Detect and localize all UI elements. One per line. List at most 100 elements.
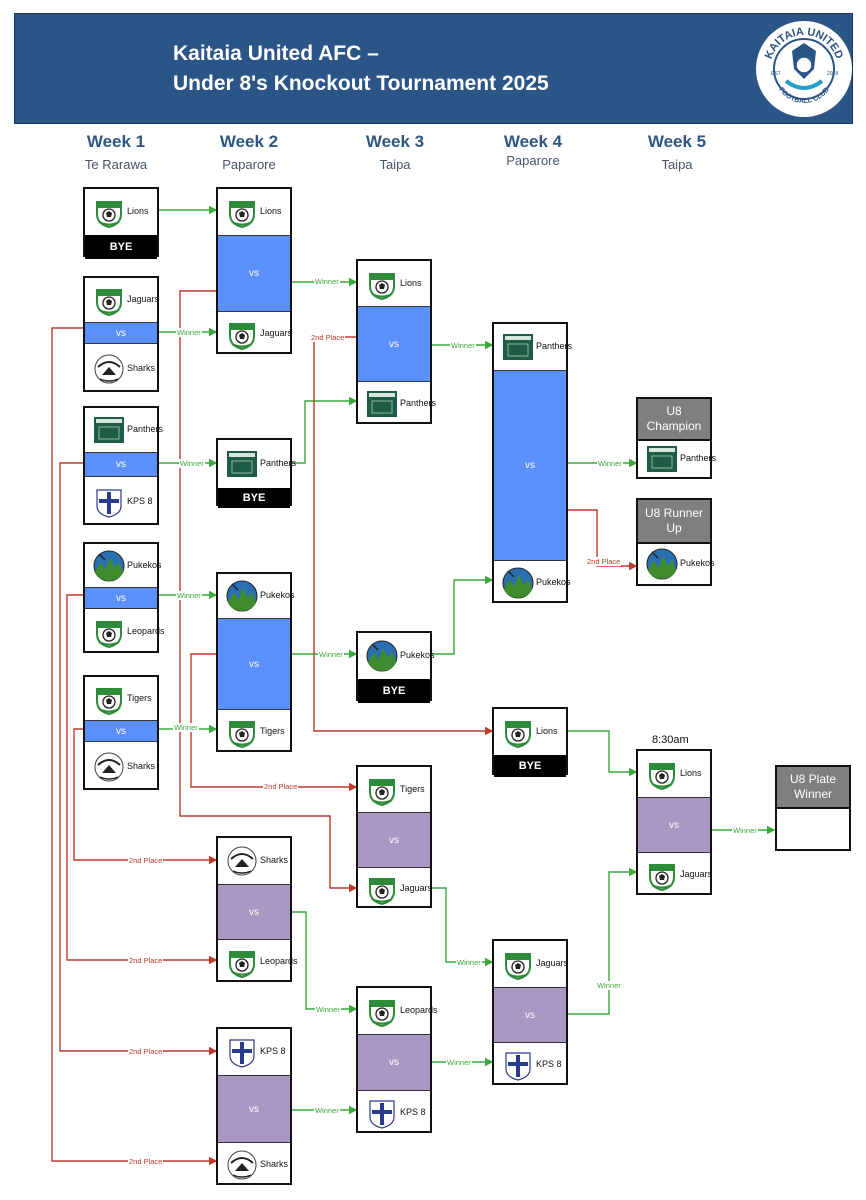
team-logo-icon <box>646 548 678 580</box>
team-logo-icon <box>226 448 258 480</box>
team-slot: Pukekos <box>358 633 435 679</box>
team-name: KPS 8 <box>260 1046 286 1056</box>
team-logo-icon <box>93 751 125 783</box>
team-name: KPS 8 <box>127 496 153 506</box>
team-logo-icon <box>646 758 678 791</box>
team-slot: Pukekos <box>638 544 715 584</box>
vs-band: vs <box>218 1075 290 1143</box>
vs-band: vs <box>85 720 157 742</box>
team-slot: KPS 8 <box>85 477 157 527</box>
team-logo-icon <box>502 1049 534 1081</box>
vs-band: vs <box>85 587 157 609</box>
team-logo-icon <box>366 995 398 1028</box>
bye-label: BYE <box>85 235 157 259</box>
vs-band: vs <box>218 235 290 312</box>
team-slot: Leopards <box>358 988 438 1034</box>
vs-band: vs <box>358 306 430 382</box>
week-4-venue: Paparore <box>506 153 560 168</box>
winner-label: Winner <box>318 650 344 659</box>
team-logo-icon <box>93 196 125 229</box>
week-1-venue: Te Rarawa <box>84 157 148 172</box>
winner-label: Winner <box>446 1058 472 1067</box>
team-name: Sharks <box>260 1159 289 1169</box>
team-slot: Sharks <box>85 344 157 394</box>
team-logo-icon <box>502 716 534 749</box>
team-name: Sharks <box>127 761 156 771</box>
bye-label: BYE <box>494 755 566 777</box>
team-logo-icon <box>226 318 258 351</box>
team-logo-icon <box>226 1036 258 1068</box>
team-slot: Tigers <box>358 767 430 812</box>
team-slot: Panthers <box>494 324 572 370</box>
team-slot: Leopards <box>218 940 298 984</box>
second-place-label: 2nd Place <box>128 856 164 865</box>
team-slot: Lions <box>218 189 290 235</box>
winner-label: Winner <box>597 459 623 468</box>
team-name: Lions <box>260 206 282 216</box>
team-logo-icon <box>366 873 398 906</box>
team-logo-icon <box>366 268 398 301</box>
team-logo-icon <box>226 1149 258 1181</box>
bye-label: BYE <box>358 679 430 703</box>
team-name: Sharks <box>260 855 289 865</box>
plate-winner-header: U8 Plate Winner <box>775 765 851 809</box>
vs-band: vs <box>85 322 157 344</box>
team-name: Lions <box>400 278 422 288</box>
week-5-venue: Taipa <box>661 157 693 172</box>
team-slot: Sharks <box>218 838 290 884</box>
team-slot: Lions <box>494 709 566 755</box>
team-name: Panthers <box>680 453 717 463</box>
vs-band: vs <box>494 987 566 1043</box>
team-name: Leopards <box>260 956 298 966</box>
team-slot: Leopards <box>85 609 165 655</box>
kickoff-time: 8:30am <box>652 734 689 746</box>
team-name: Jaguars <box>400 883 433 893</box>
team-name: Tigers <box>260 726 285 736</box>
team-name: Jaguars <box>680 869 713 879</box>
vs-band: vs <box>85 452 157 477</box>
team-name: Pukekos <box>127 560 162 570</box>
team-logo-icon <box>93 353 125 385</box>
winner-label: Winner <box>315 1005 341 1014</box>
team-slot: Jaguars <box>218 312 293 356</box>
final-slot: Panthers <box>636 439 716 479</box>
team-logo-icon <box>366 1097 398 1129</box>
runner-up-header: U8 Runner Up <box>636 498 712 544</box>
team-logo-icon <box>502 948 534 981</box>
title-line-2: Under 8's Knockout Tournament 2025 <box>173 72 549 95</box>
team-name: Leopards <box>127 626 165 636</box>
second-place-label: 2nd Place <box>263 782 299 791</box>
team-slot: Sharks <box>85 742 157 792</box>
team-name: Lions <box>680 768 702 778</box>
team-logo-icon <box>93 550 125 582</box>
team-logo-icon <box>646 859 678 892</box>
team-slot: KPS 8 <box>358 1091 430 1135</box>
winner-label: Winner <box>314 1106 340 1115</box>
team-slot: Tigers <box>85 677 157 720</box>
title-line-1: Kaitaia United AFC – <box>173 42 379 65</box>
final-slot <box>775 807 851 851</box>
svg-text:EST: EST <box>771 71 781 77</box>
team-slot: Jaguars <box>85 278 159 322</box>
team-name: Jaguars <box>260 328 293 338</box>
team-slot: Panthers <box>358 382 436 426</box>
team-logo-icon <box>502 331 534 363</box>
team-logo-icon <box>226 716 258 749</box>
team-logo-icon <box>226 196 258 229</box>
winner-label: Winner <box>176 591 202 600</box>
team-slot: Pukekos <box>85 544 162 587</box>
